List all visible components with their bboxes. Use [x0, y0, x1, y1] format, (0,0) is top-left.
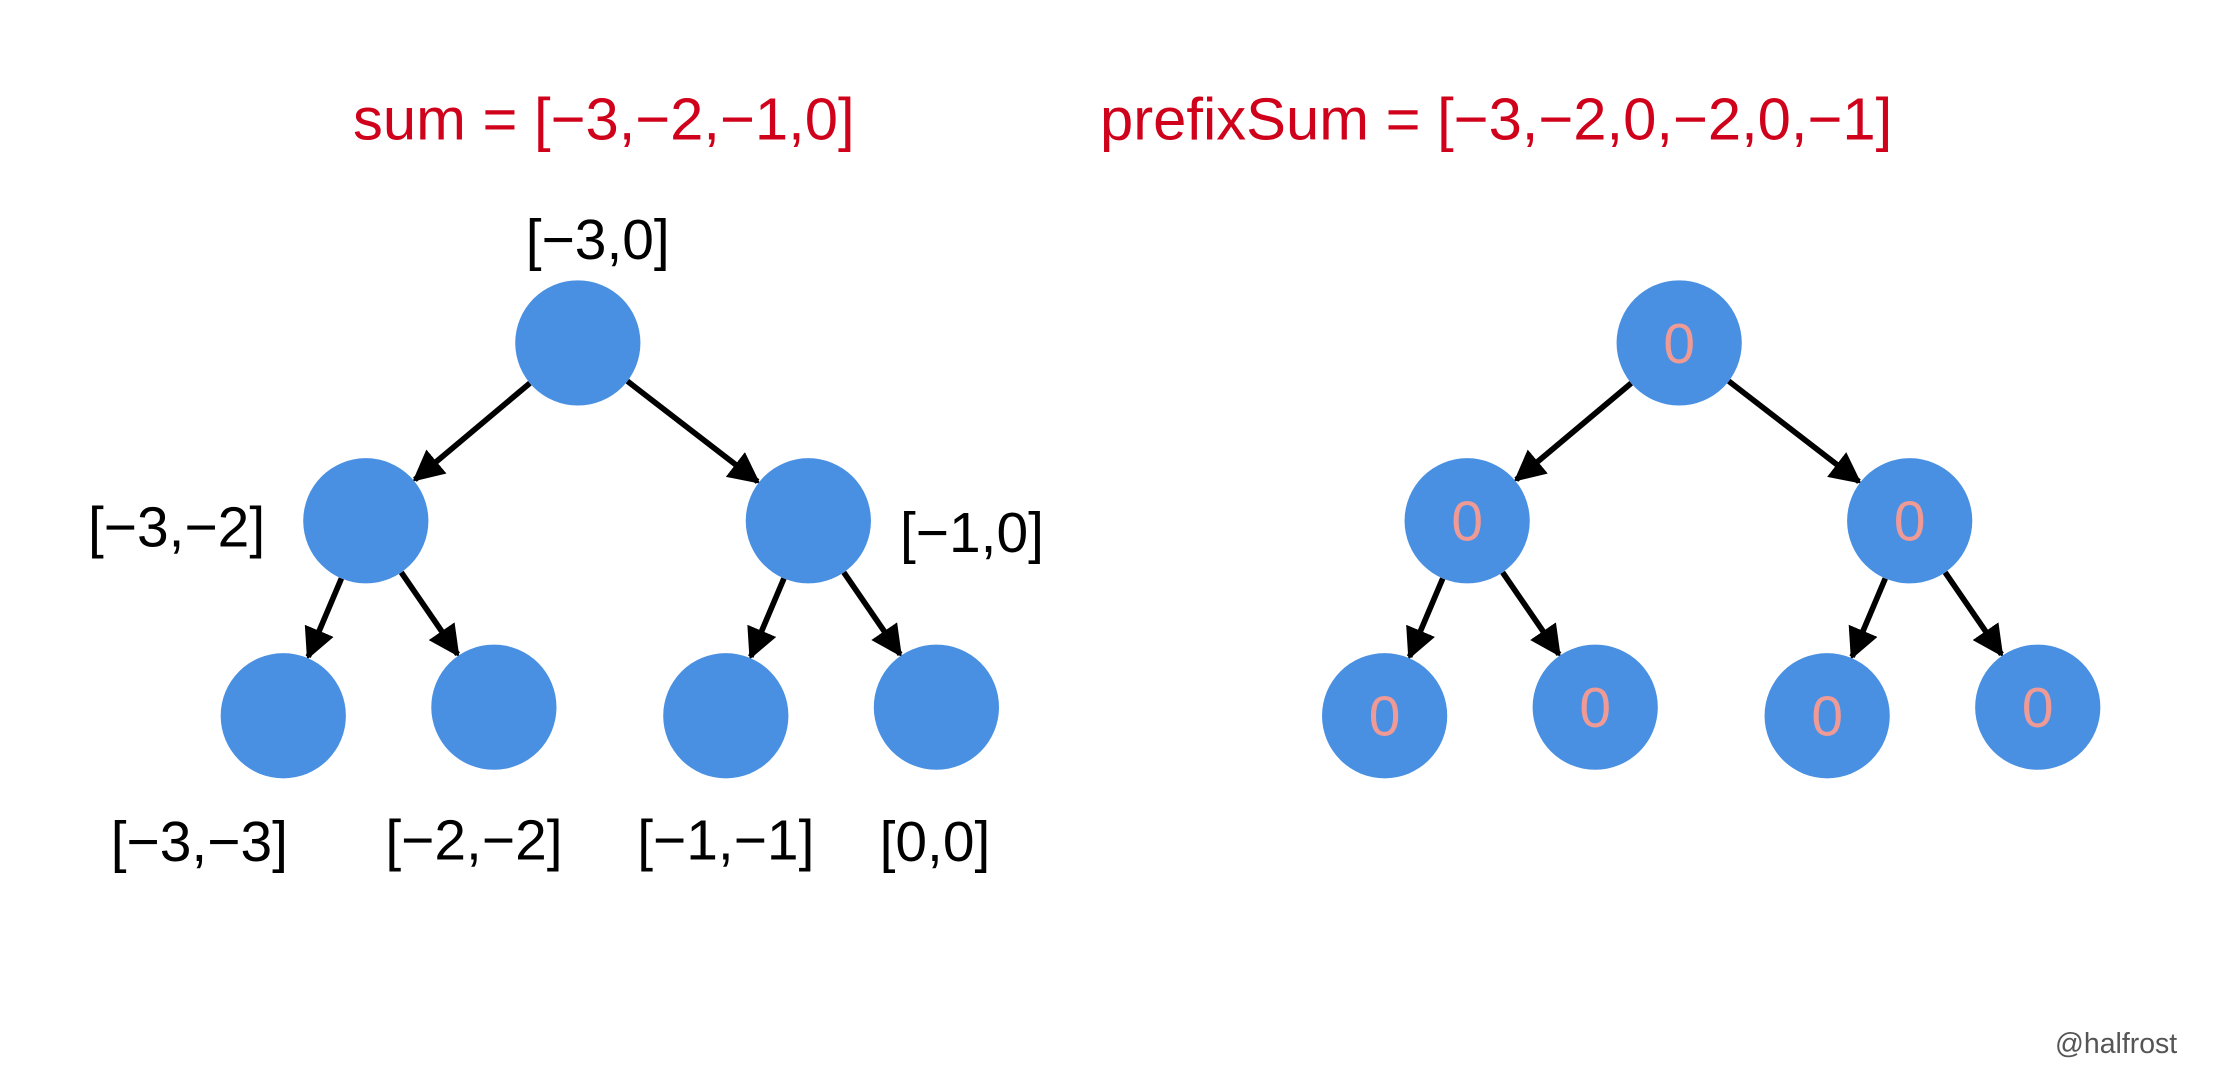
left-tree-nodes	[220, 280, 1000, 779]
left-tree-edge-arrow	[747, 577, 787, 660]
right-tree-nodes: 0 0 0 0 0 0 0	[1322, 280, 2101, 779]
right-tree-node	[1404, 458, 1530, 584]
left-tree-edge-arrow	[841, 570, 903, 657]
right-tree-node-value: 0	[1663, 312, 1695, 376]
left-tree-node	[220, 653, 346, 779]
right-tree-edge-arrow	[1942, 570, 2004, 657]
right-tree-node	[1322, 653, 1448, 779]
left-tree-edges	[304, 378, 903, 660]
right-tree-node-value: 0	[2022, 676, 2054, 740]
left-tree-edge-arrow	[398, 570, 460, 657]
right-tree-node	[1847, 458, 1973, 584]
right-tree-edge-arrow	[1500, 570, 1562, 657]
left-tree-node	[303, 458, 429, 584]
left-tree-node	[745, 458, 871, 584]
left-tree-node	[515, 280, 641, 406]
left-tree-edge-arrow	[412, 380, 532, 482]
right-tree-edges	[1406, 378, 2004, 660]
left-tree-node	[431, 644, 557, 770]
watermark: @halfrost	[2055, 1028, 2177, 1060]
left-label-root: [−3,0]	[526, 208, 670, 272]
right-tree-node-value: 0	[1811, 685, 1843, 749]
right-tree-node	[1764, 653, 1890, 779]
right-tree-edge-arrow	[1406, 577, 1446, 660]
right-tree-edge-arrow	[1513, 380, 1634, 482]
prefix-sum-title: prefixSum = [−3,−2,0,−2,0,−1]	[1100, 85, 1892, 152]
right-tree-node	[1532, 644, 1658, 770]
left-tree-edge-arrow	[625, 378, 761, 484]
right-tree-node	[1616, 280, 1742, 406]
left-label-leaf-4: [0,0]	[880, 810, 991, 874]
sum-title: sum = [−3,−2,−1,0]	[353, 85, 855, 152]
right-tree-node	[1975, 644, 2101, 770]
left-label-leaf-3: [−1,−1]	[637, 808, 814, 872]
left-tree-node	[663, 653, 789, 779]
right-tree-edge-arrow	[1726, 378, 1862, 484]
left-tree-edge-arrow	[304, 577, 345, 660]
right-tree-node-value: 0	[1579, 676, 1611, 740]
left-label-leaf-1: [−3,−3]	[111, 810, 288, 874]
right-tree-node-value: 0	[1451, 490, 1483, 554]
left-label-leaf-2: [−2,−2]	[385, 808, 562, 872]
right-tree-node-value: 0	[1894, 490, 1926, 554]
left-tree-node	[873, 644, 1000, 770]
left-label-l1-right: [−1,0]	[900, 501, 1044, 565]
right-tree-node-value: 0	[1369, 685, 1401, 749]
left-label-l1-left: [−3,−2]	[88, 495, 265, 559]
right-tree-edge-arrow	[1848, 577, 1888, 660]
